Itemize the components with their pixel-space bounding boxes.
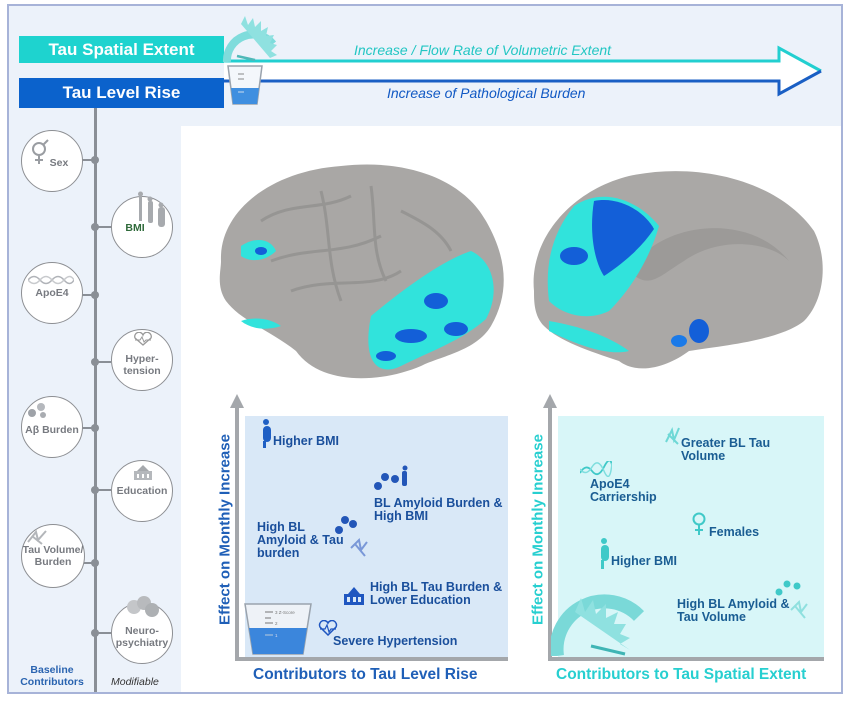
baseline-sex-label: Sex	[49, 156, 69, 169]
school-building-icon	[344, 587, 364, 605]
extent-item-amyloid-tau: High BL Amyloid & Tau Volume	[677, 597, 790, 625]
connector	[81, 427, 95, 429]
tau-level-region-hippocampal	[689, 319, 709, 343]
modifiable-education-label: Education	[116, 484, 168, 497]
level-item-higher-bmi: Higher BMI	[273, 434, 339, 448]
connector	[81, 294, 95, 296]
y-axis-arrowhead	[543, 394, 557, 408]
modifiable-label: Modifiable	[111, 676, 159, 688]
connector	[95, 226, 111, 228]
amyloid-tau-icon	[335, 516, 368, 557]
modifiable-hypertension: Hyper- tension	[111, 329, 173, 391]
sex-symbol-icon	[32, 139, 49, 164]
extent-item-apoe4: ApoE4 Carriership	[590, 477, 657, 505]
amyloid-tau-icon	[775, 580, 808, 619]
extent-item-tau-volume: Greater BL Tau Volume	[681, 436, 771, 464]
brain-lateral-view	[219, 164, 504, 379]
connector	[95, 632, 111, 634]
timeline-node	[91, 424, 99, 432]
dna-icon	[580, 461, 612, 477]
baseline-contributors-label: Baseline Contributors	[20, 664, 84, 688]
beaker-scale-2: 2	[275, 621, 278, 626]
beaker-icon: 3 Z-Score 2 1	[244, 603, 312, 655]
tau-tangle-icon	[665, 426, 680, 445]
timeline-node	[91, 291, 99, 299]
amyloid-body-icon	[374, 465, 408, 490]
arrow-edge-blue	[224, 69, 822, 97]
y-axis-extent	[548, 406, 552, 660]
modifiable-bmi-label: BMI	[125, 221, 145, 234]
timeline-node	[91, 358, 99, 366]
baseline-sex: Sex	[21, 130, 83, 192]
speedometer-icon	[222, 16, 277, 63]
baseline-abeta-burden: Aβ Burden	[21, 396, 83, 458]
modifiable-bmi: BMI	[111, 191, 173, 258]
body-silhouettes-icon	[138, 191, 165, 227]
timeline-axis	[94, 108, 97, 692]
heart-pulse-icon	[134, 332, 152, 346]
faces-icon	[127, 596, 159, 617]
y-axis-arrowhead	[230, 394, 244, 408]
spatial-extent-xlabel: Contributors to Tau Spatial Extent	[556, 666, 807, 683]
x-axis-level	[235, 657, 508, 661]
connector	[81, 159, 95, 161]
tau-level-region-precuneus	[592, 200, 654, 276]
body-icon	[263, 419, 271, 448]
heart-pulse-icon	[318, 620, 338, 636]
extent-item-higher-bmi: Higher BMI	[611, 554, 677, 568]
extent-item-females: Females	[709, 525, 760, 539]
beaker-scale-3: 3 Z-Score	[275, 610, 295, 615]
level-item-hypertension: Severe Hypertension	[333, 634, 458, 648]
female-symbol-icon	[692, 512, 706, 535]
modifiable-education: Education	[111, 460, 173, 522]
tau-level-rise-label: Tau Level Rise	[19, 78, 224, 108]
level-item-amyloid-bmi: BL Amyloid Burden & High BMI	[374, 496, 503, 524]
body-icon	[601, 538, 609, 569]
y-axis-level	[235, 406, 239, 660]
arrow-edge-cyan	[224, 45, 822, 73]
baseline-apoe4-label: ApoE4	[35, 286, 69, 299]
baseline-apoe4: ApoE4	[21, 262, 83, 324]
level-rise-xlabel: Contributors to Tau Level Rise	[253, 666, 478, 683]
dna-icon	[28, 275, 74, 285]
modifiable-neuropsychiatry-label: Neuro- psychiatry	[115, 624, 169, 649]
connector	[95, 361, 111, 363]
connector	[81, 562, 95, 564]
modifiable-hypertension-label: Hyper- tension	[123, 352, 161, 377]
level-item-amyloid-tau: High BL Amyloid & Tau burden	[257, 520, 344, 561]
beaker-icon	[227, 65, 263, 105]
arrow-body	[224, 48, 821, 94]
timeline-node	[91, 156, 99, 164]
figure-frame: Tau Spatial Extent Tau Level Rise Increa…	[7, 4, 843, 694]
tau-level-region	[424, 293, 448, 309]
baseline-tau-volume: Tau Volume/ Burden	[21, 524, 85, 588]
timeline-node	[91, 486, 99, 494]
x-axis-extent	[548, 657, 824, 661]
spatial-extent-description: Increase / Flow Rate of Volumetric Exten…	[354, 42, 612, 58]
speedometer-icon	[551, 594, 645, 656]
modifiable-neuropsychiatry: Neuro- psychiatry	[111, 596, 173, 664]
school-building-icon	[134, 465, 152, 480]
level-item-tau-education: High BL Tau Burden & Lower Education	[370, 580, 503, 608]
amyloid-plaque-icon	[28, 403, 46, 418]
connector	[95, 489, 111, 491]
level-rise-description: Increase of Pathological Burden	[387, 85, 586, 101]
baseline-abeta-label: Aβ Burden	[25, 423, 79, 436]
timeline-node	[91, 223, 99, 231]
timeline-node	[91, 559, 99, 567]
baseline-tau-label: Tau Volume/ Burden	[22, 543, 84, 568]
tau-tangle-icon	[27, 529, 47, 545]
spatial-extent-ylabel: Effect on Monthly Increase	[529, 434, 547, 625]
tau-spatial-extent-label: Tau Spatial Extent	[19, 36, 224, 63]
double-arrow	[224, 45, 822, 97]
timeline-node	[91, 629, 99, 637]
brain-medial-view	[533, 171, 823, 369]
beaker-scale-1: 1	[275, 633, 278, 638]
level-rise-ylabel: Effect on Monthly Increase	[216, 434, 234, 625]
